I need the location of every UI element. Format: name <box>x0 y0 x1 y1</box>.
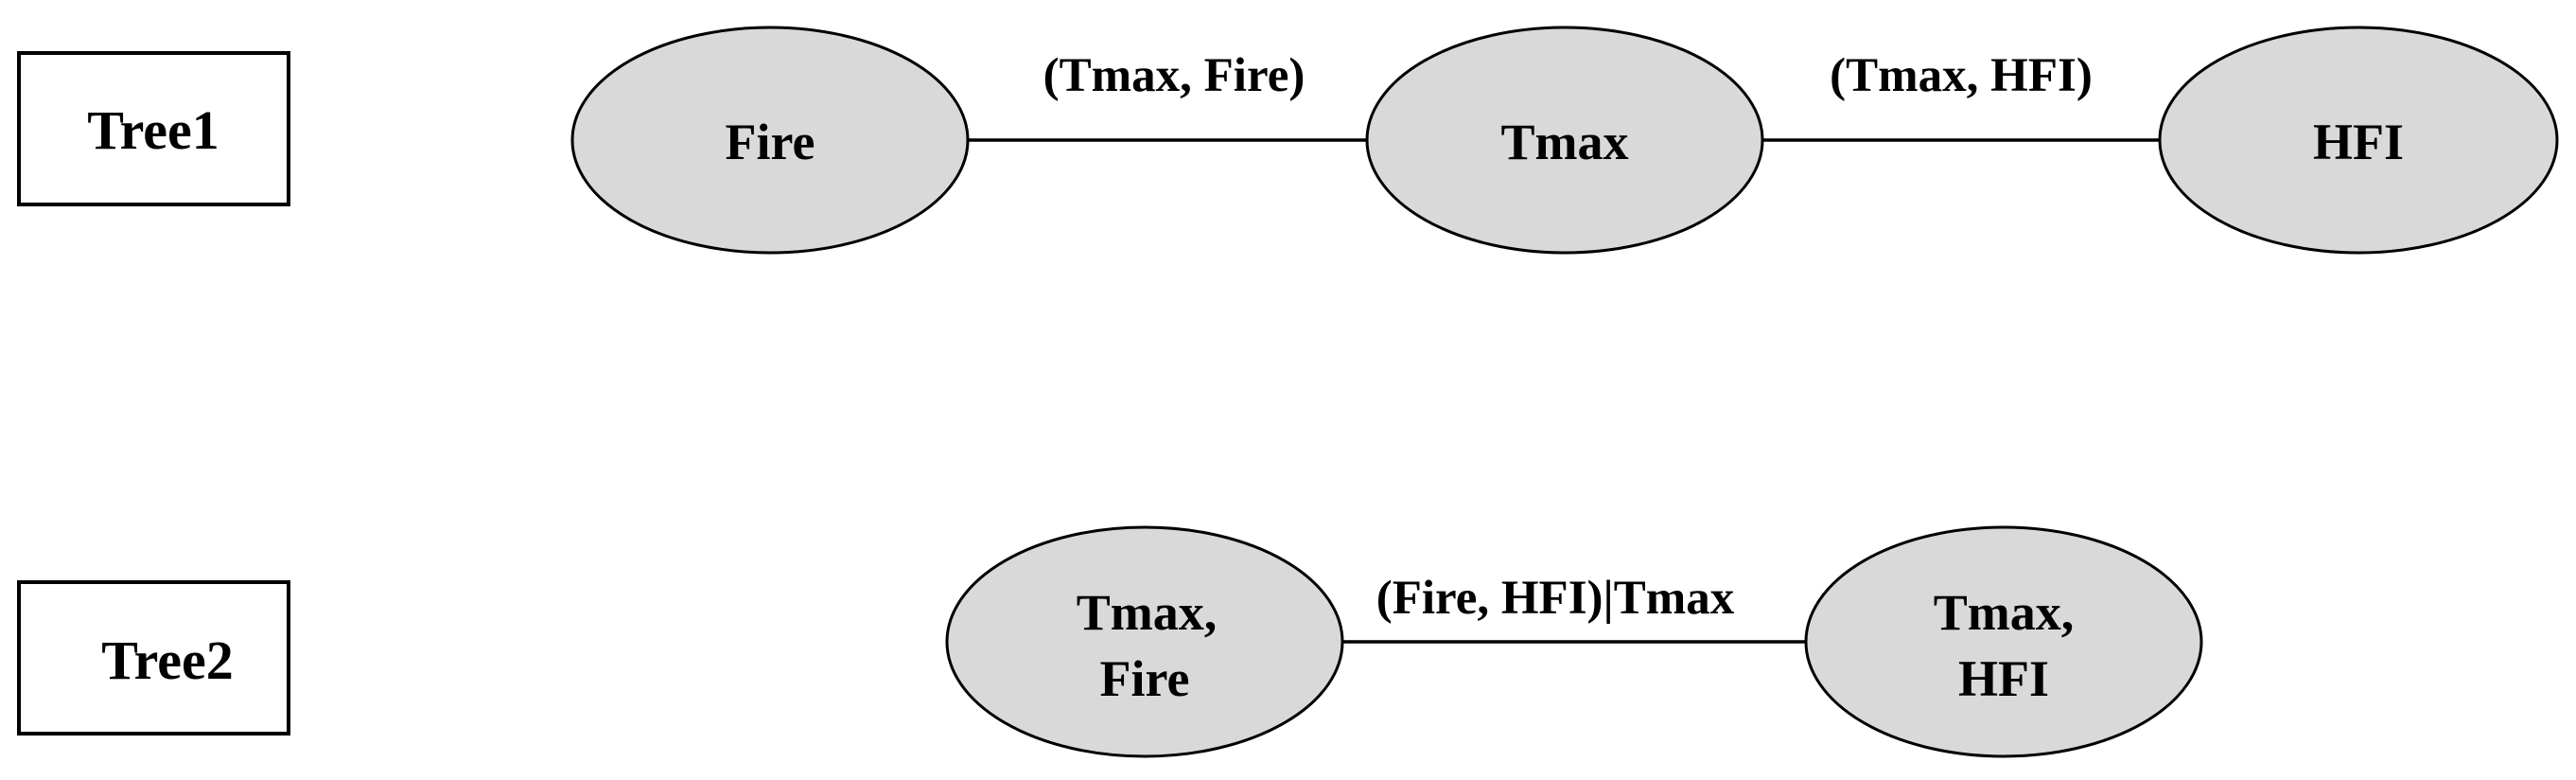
tree1-node-fire-label: Fire <box>726 114 815 170</box>
tree2-edge-label: (Fire, HFI)|Tmax <box>1376 572 1735 625</box>
tree1-node-hfi <box>2158 26 2559 255</box>
tree2-label: Tree2 <box>101 629 234 691</box>
tree1-node-fire <box>570 26 970 255</box>
tree2-node-tmax-hfi-line2: HFI <box>1958 650 2049 707</box>
tree2-node-tmax-hfi-line1: Tmax, <box>1934 584 2075 641</box>
tree1-edge-label-tmax-hfi: (Tmax, HFI) <box>1830 49 2093 102</box>
tree1-label: Tree1 <box>87 99 219 161</box>
tree2-label-box <box>17 580 290 736</box>
tree1-edge-label-tmax-fire: (Tmax, Fire) <box>1043 49 1306 102</box>
tree2-group: Tree2 (Fire, HFI)|Tmax Tmax, Fire Tmax, … <box>17 525 2203 758</box>
tree2-node-tmax-hfi <box>1804 525 2203 758</box>
tree1-node-tmax-label: Tmax <box>1501 114 1629 170</box>
tree2-node-tmax-fire <box>945 525 1344 758</box>
tree1-node-tmax <box>1365 26 1764 255</box>
tree1-group: Tree1 (Tmax, Fire) (Tmax, HFI) Fire Tmax… <box>17 26 2559 255</box>
tree2-node-tmax-fire-line2: Fire <box>1100 650 1190 707</box>
tree1-node-hfi-label: HFI <box>2313 114 2404 170</box>
tree2-node-tmax-fire-line1: Tmax, <box>1077 584 1218 641</box>
tree1-label-box <box>17 51 290 206</box>
